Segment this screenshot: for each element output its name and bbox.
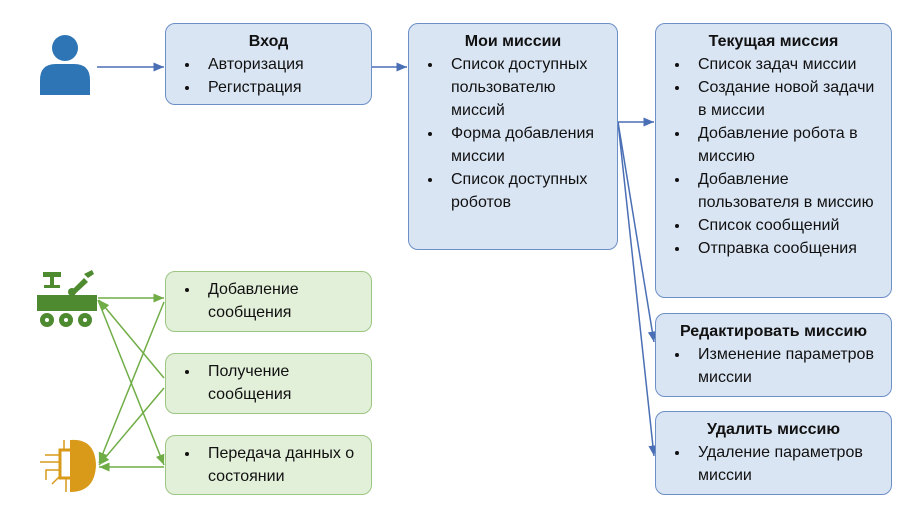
arrow-add-brain (98, 301, 165, 464)
list-item: Авторизация (200, 53, 361, 76)
delete-mission-box: Удалить миссию Удаление параметров мисси… (655, 411, 892, 495)
arrow-receive-robot (98, 299, 165, 379)
delete-mission-title: Удалить миссию (706, 421, 841, 438)
login-title: Вход (248, 33, 289, 50)
add-message-box: Добавление сообщения (165, 271, 372, 332)
list-item: Регистрация (200, 76, 361, 99)
list-item: Удаление параметров миссии (690, 441, 881, 487)
list-item: Список доступных пользователю миссий (443, 53, 607, 122)
ai-brain-icon (40, 439, 96, 492)
list-item: Форма добавления миссии (443, 122, 607, 168)
edit-mission-box: Редактировать миссию Изменение параметро… (655, 313, 892, 397)
arrow-receive-brain (98, 387, 165, 466)
list-item: Добавление сообщения (200, 278, 361, 324)
list-item: Список доступных роботов (443, 168, 607, 214)
list-item: Изменение параметров миссии (690, 343, 881, 389)
list-item: Список задач миссии (690, 53, 881, 76)
list-item: Создание новой задачи в миссии (690, 76, 881, 122)
edit-mission-title: Редактировать миссию (679, 323, 868, 340)
list-item: Добавление робота в миссию (690, 122, 881, 168)
user-icon (40, 35, 90, 95)
my-missions-box: Мои миссии Список доступных пользователю… (408, 23, 618, 250)
arrow-missions-edit (617, 121, 657, 343)
login-box: Вход АвторизацияРегистрация (165, 23, 372, 105)
my-missions-title: Мои миссии (464, 33, 562, 50)
list-item: Список сообщений (690, 214, 881, 237)
arrow-missions-delete (617, 121, 658, 457)
list-item: Получение сообщения (200, 360, 361, 406)
current-mission-title: Текущая миссия (708, 33, 839, 50)
list-item: Добавление пользователя в миссию (690, 168, 881, 214)
list-item: Отправка сообщения (690, 237, 881, 260)
robot-icon (37, 270, 97, 327)
list-item: Передача данных о состоянии (200, 442, 361, 488)
current-mission-box: Текущая миссия Список задач миссииСоздан… (655, 23, 892, 298)
receive-message-box: Получение сообщения (165, 353, 372, 414)
state-transfer-box: Передача данных о состоянии (165, 435, 372, 495)
